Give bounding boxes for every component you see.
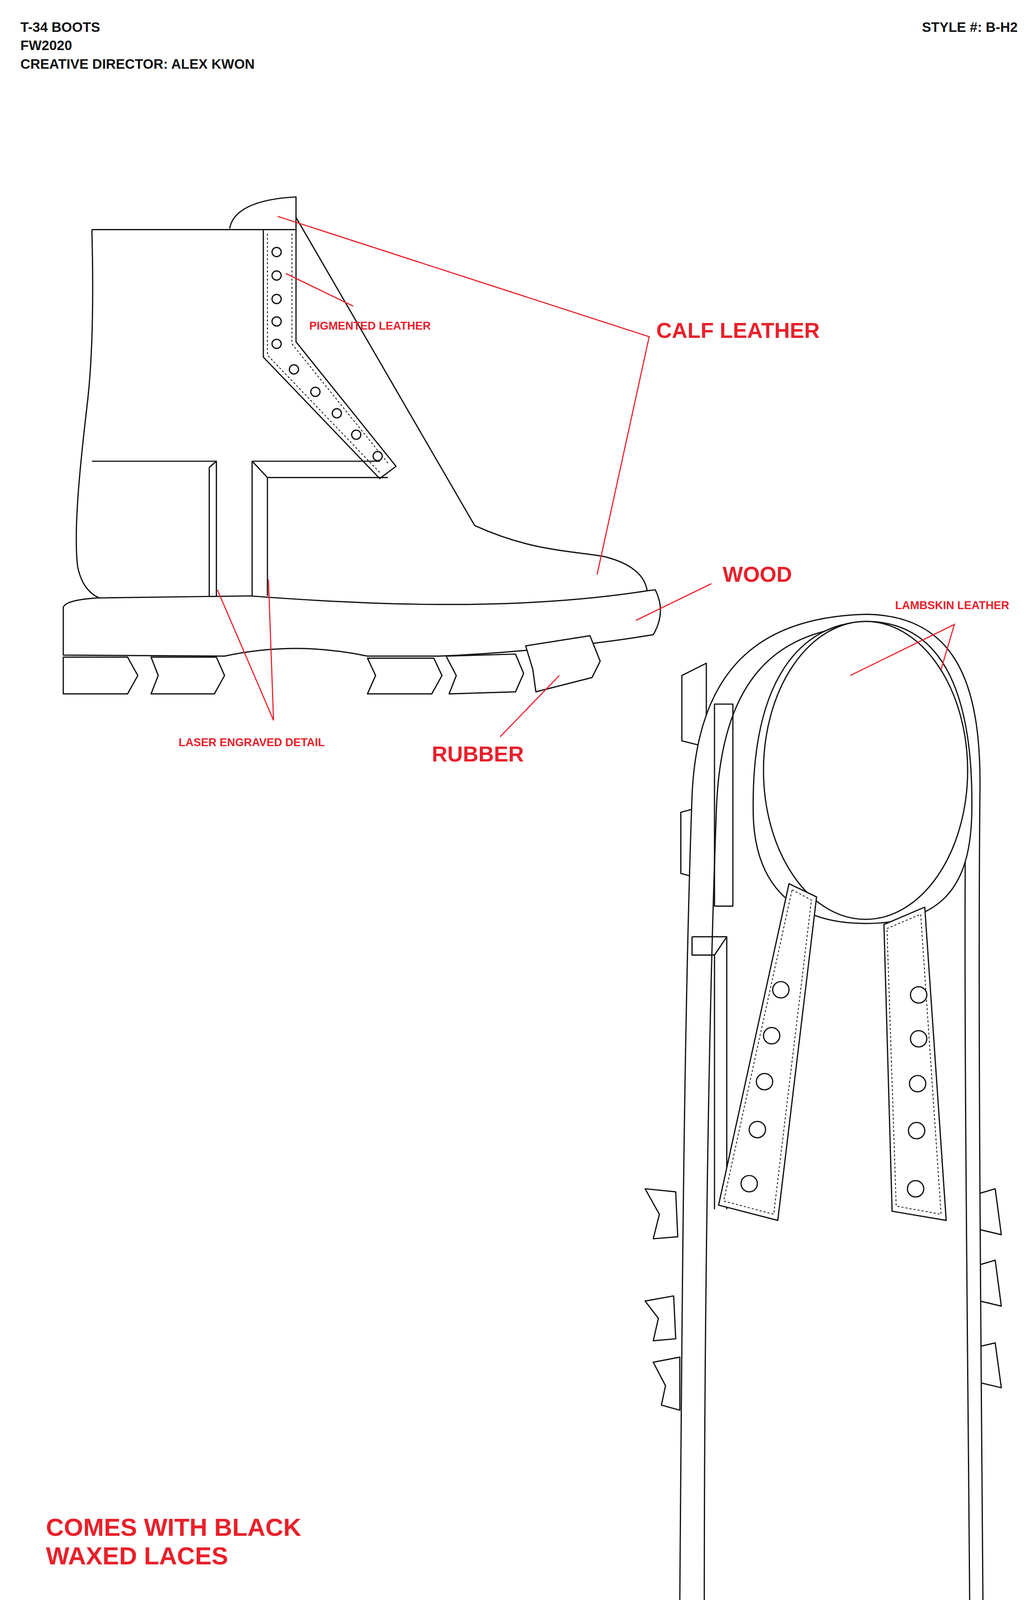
leader-line: [285, 273, 354, 306]
eyelet: [910, 1030, 927, 1047]
eyelet: [909, 1075, 926, 1092]
eyelet: [271, 316, 282, 326]
eyelet: [271, 270, 282, 280]
eyelet: [763, 1027, 780, 1044]
eyelet-strip: [883, 907, 946, 1221]
rubber-lug: [445, 654, 524, 694]
leader-line: [850, 624, 955, 676]
note: COMES WITH BLACK WAXED LACES: [45, 1512, 373, 1570]
eyelet: [332, 408, 342, 418]
leader-line: [217, 579, 274, 721]
material-callout: CALF LEATHER: [656, 318, 820, 344]
eyelet: [749, 1121, 766, 1138]
sheet-title: T-34 BOOTS: [20, 19, 101, 36]
rubber-lug: [977, 1188, 1002, 1235]
collar-pad: [229, 197, 297, 231]
leader-line: [500, 675, 560, 737]
leader-line: [635, 583, 712, 621]
eyelet: [271, 247, 282, 257]
detail-callout: LASER ENGRAVED DETAIL: [178, 736, 325, 749]
season-code: FW2020: [20, 37, 73, 54]
eyelet: [756, 1073, 773, 1090]
creative-director: CREATIVE DIRECTOR: ALEX KWON: [20, 56, 255, 73]
eyelet: [373, 451, 383, 461]
eyelets: [271, 247, 383, 461]
rubber-lug: [653, 1357, 680, 1411]
top-view: [645, 614, 1002, 1600]
eyelet: [910, 986, 927, 1003]
eyelet: [907, 1180, 924, 1197]
eyelets: [741, 981, 927, 1197]
eyelet: [271, 294, 282, 304]
eyelet: [908, 1122, 925, 1139]
shaft-back: [76, 229, 264, 599]
side-view: [63, 197, 661, 694]
eyelet: [741, 1175, 758, 1192]
style-number: STYLE #: B-H2: [921, 19, 1018, 36]
toe-cap: [763, 621, 968, 920]
material-callout: WOOD: [722, 562, 793, 588]
eyelet: [310, 387, 321, 397]
eyelet: [772, 981, 789, 998]
rubber-lug: [645, 1295, 676, 1341]
rubber-lug: [63, 657, 138, 694]
laser-detail: [91, 461, 217, 596]
leader-line: [277, 216, 650, 575]
material-callout: PIGMENTED LEATHER: [309, 319, 431, 333]
eyelet: [289, 364, 299, 374]
rubber-lug: [367, 657, 443, 694]
laser-detail: [252, 461, 388, 596]
rubber-lug: [645, 1188, 678, 1239]
eyelet: [271, 339, 282, 349]
leader-lines: [217, 216, 955, 737]
material-callout: RUBBER: [431, 741, 524, 767]
rubber-lug: [151, 657, 225, 694]
laser-detail: [692, 703, 734, 1209]
stitching: [723, 889, 942, 1215]
outsole-outline: [679, 614, 983, 1600]
eyelet-strip: [718, 883, 817, 1221]
material-callout: LAMBSKIN LEATHER: [895, 599, 1009, 612]
vamp-line: [296, 217, 648, 591]
rubber-lug: [525, 635, 601, 692]
rubber-lug: [977, 1259, 1002, 1306]
toe-rim: [753, 621, 972, 924]
eyelet: [351, 430, 361, 440]
stitching: [267, 233, 389, 473]
eyelet-strip: [263, 229, 397, 479]
